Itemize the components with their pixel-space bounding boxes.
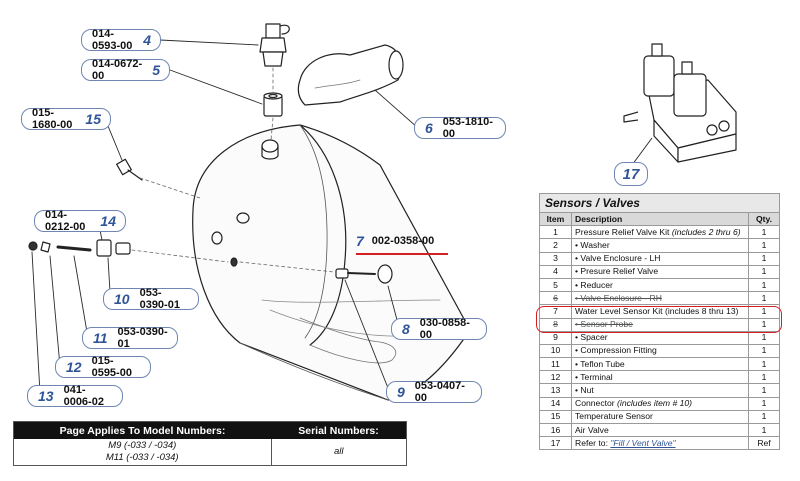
model-line: M9 (-033 / -034) xyxy=(108,440,177,451)
callout-part-number: 014-0672-00 xyxy=(92,58,143,82)
callout-item-number: 17 xyxy=(622,165,640,183)
callout-part-12: 12 015-0595-00 xyxy=(55,355,151,379)
callout-item-number: 14 xyxy=(100,213,116,229)
callout-part-number: 030-0858-00 xyxy=(419,317,470,341)
valve-enclosure-part xyxy=(297,44,404,106)
callout-item-number: 11 xyxy=(93,330,108,346)
callout-part-5: 014-0672-00 5 xyxy=(81,58,170,82)
serial-numbers-cell: all xyxy=(333,446,344,457)
reducer-part xyxy=(263,92,283,117)
callout-part-number: 014-0593-00 xyxy=(92,28,133,52)
callout-item-number: 15 xyxy=(85,111,101,127)
parts-table: Sensors / Valves Item Description Qty. 1… xyxy=(539,193,780,451)
fill-vent-valve-link[interactable]: "Fill / Vent Valve" xyxy=(610,437,676,448)
callout-part-number: 014-0212-00 xyxy=(45,209,86,233)
callout-item-number: 6 xyxy=(425,120,433,136)
callout-part-13: 13 041-0006-02 xyxy=(27,384,123,408)
callout-part-11: 11 053-0390-01 xyxy=(82,326,178,350)
chamber-top-port xyxy=(261,139,279,153)
callout-part-number: 002-0358-00 xyxy=(371,235,435,247)
callout-part-9: 9 053-0407-00 xyxy=(386,380,482,404)
column-header-item: Item xyxy=(539,211,572,227)
callout-item-number: 9 xyxy=(397,384,405,400)
serial-numbers-header: Serial Numbers: xyxy=(271,421,407,439)
model-numbers-header: Page Applies To Model Numbers: xyxy=(13,421,271,439)
callout-part-number: 053-0390-01 xyxy=(139,287,180,311)
table-title: Sensors / Valves xyxy=(539,193,780,213)
callout-item-number: 4 xyxy=(143,32,151,48)
callout-part-7: 7 002-0358-00 xyxy=(356,233,434,249)
callout-item-number: 5 xyxy=(152,62,160,78)
callout-part-number: 053-0390-01 xyxy=(117,326,168,350)
solenoid-valve-icon xyxy=(623,43,737,166)
model-line: M11 (-033 / -034) xyxy=(105,452,179,463)
callout-part-17: 17 xyxy=(614,162,648,186)
model-numbers-cell: M9 (-033 / -034) M11 (-033 / -034) xyxy=(13,439,272,466)
callout-item-number: 8 xyxy=(402,321,410,337)
callout-item-number: 12 xyxy=(66,359,82,375)
column-header-qty: Qty. xyxy=(748,211,780,227)
callout-part-8: 8 030-0858-00 xyxy=(391,317,487,341)
callout-part-15: 015-1680-00 15 xyxy=(21,107,111,131)
callout-part-6: 6 053-1810-00 xyxy=(414,116,506,140)
column-header-description: Description xyxy=(571,211,749,227)
callout-part-number: 015-1680-00 xyxy=(32,107,73,131)
callout-part-number: 041-0006-02 xyxy=(63,384,104,408)
sensor-fittings xyxy=(28,239,131,257)
callout-item-number: 10 xyxy=(114,291,130,307)
callout-part-number: 053-0407-00 xyxy=(414,380,465,404)
callout-item-number: 7 xyxy=(356,233,364,249)
temperature-sensor-part xyxy=(116,158,143,181)
callout-part-number: 015-0595-00 xyxy=(91,355,132,379)
sensor-probe-part xyxy=(335,264,393,284)
callout-part-14: 014-0212-00 14 xyxy=(34,209,126,233)
callout-part-10: 10 053-0390-01 xyxy=(103,287,199,311)
relief-valve-part xyxy=(259,23,290,67)
chamber-rim xyxy=(299,124,347,346)
callout-part-4: 014-0593-00 4 xyxy=(81,28,161,52)
model-applicability-table: Page Applies To Model Numbers: Serial Nu… xyxy=(13,421,407,466)
callout-item-number: 13 xyxy=(38,388,54,404)
part7-highlight-underline xyxy=(356,253,448,255)
callout-part-number: 053-1810-00 xyxy=(442,116,493,140)
